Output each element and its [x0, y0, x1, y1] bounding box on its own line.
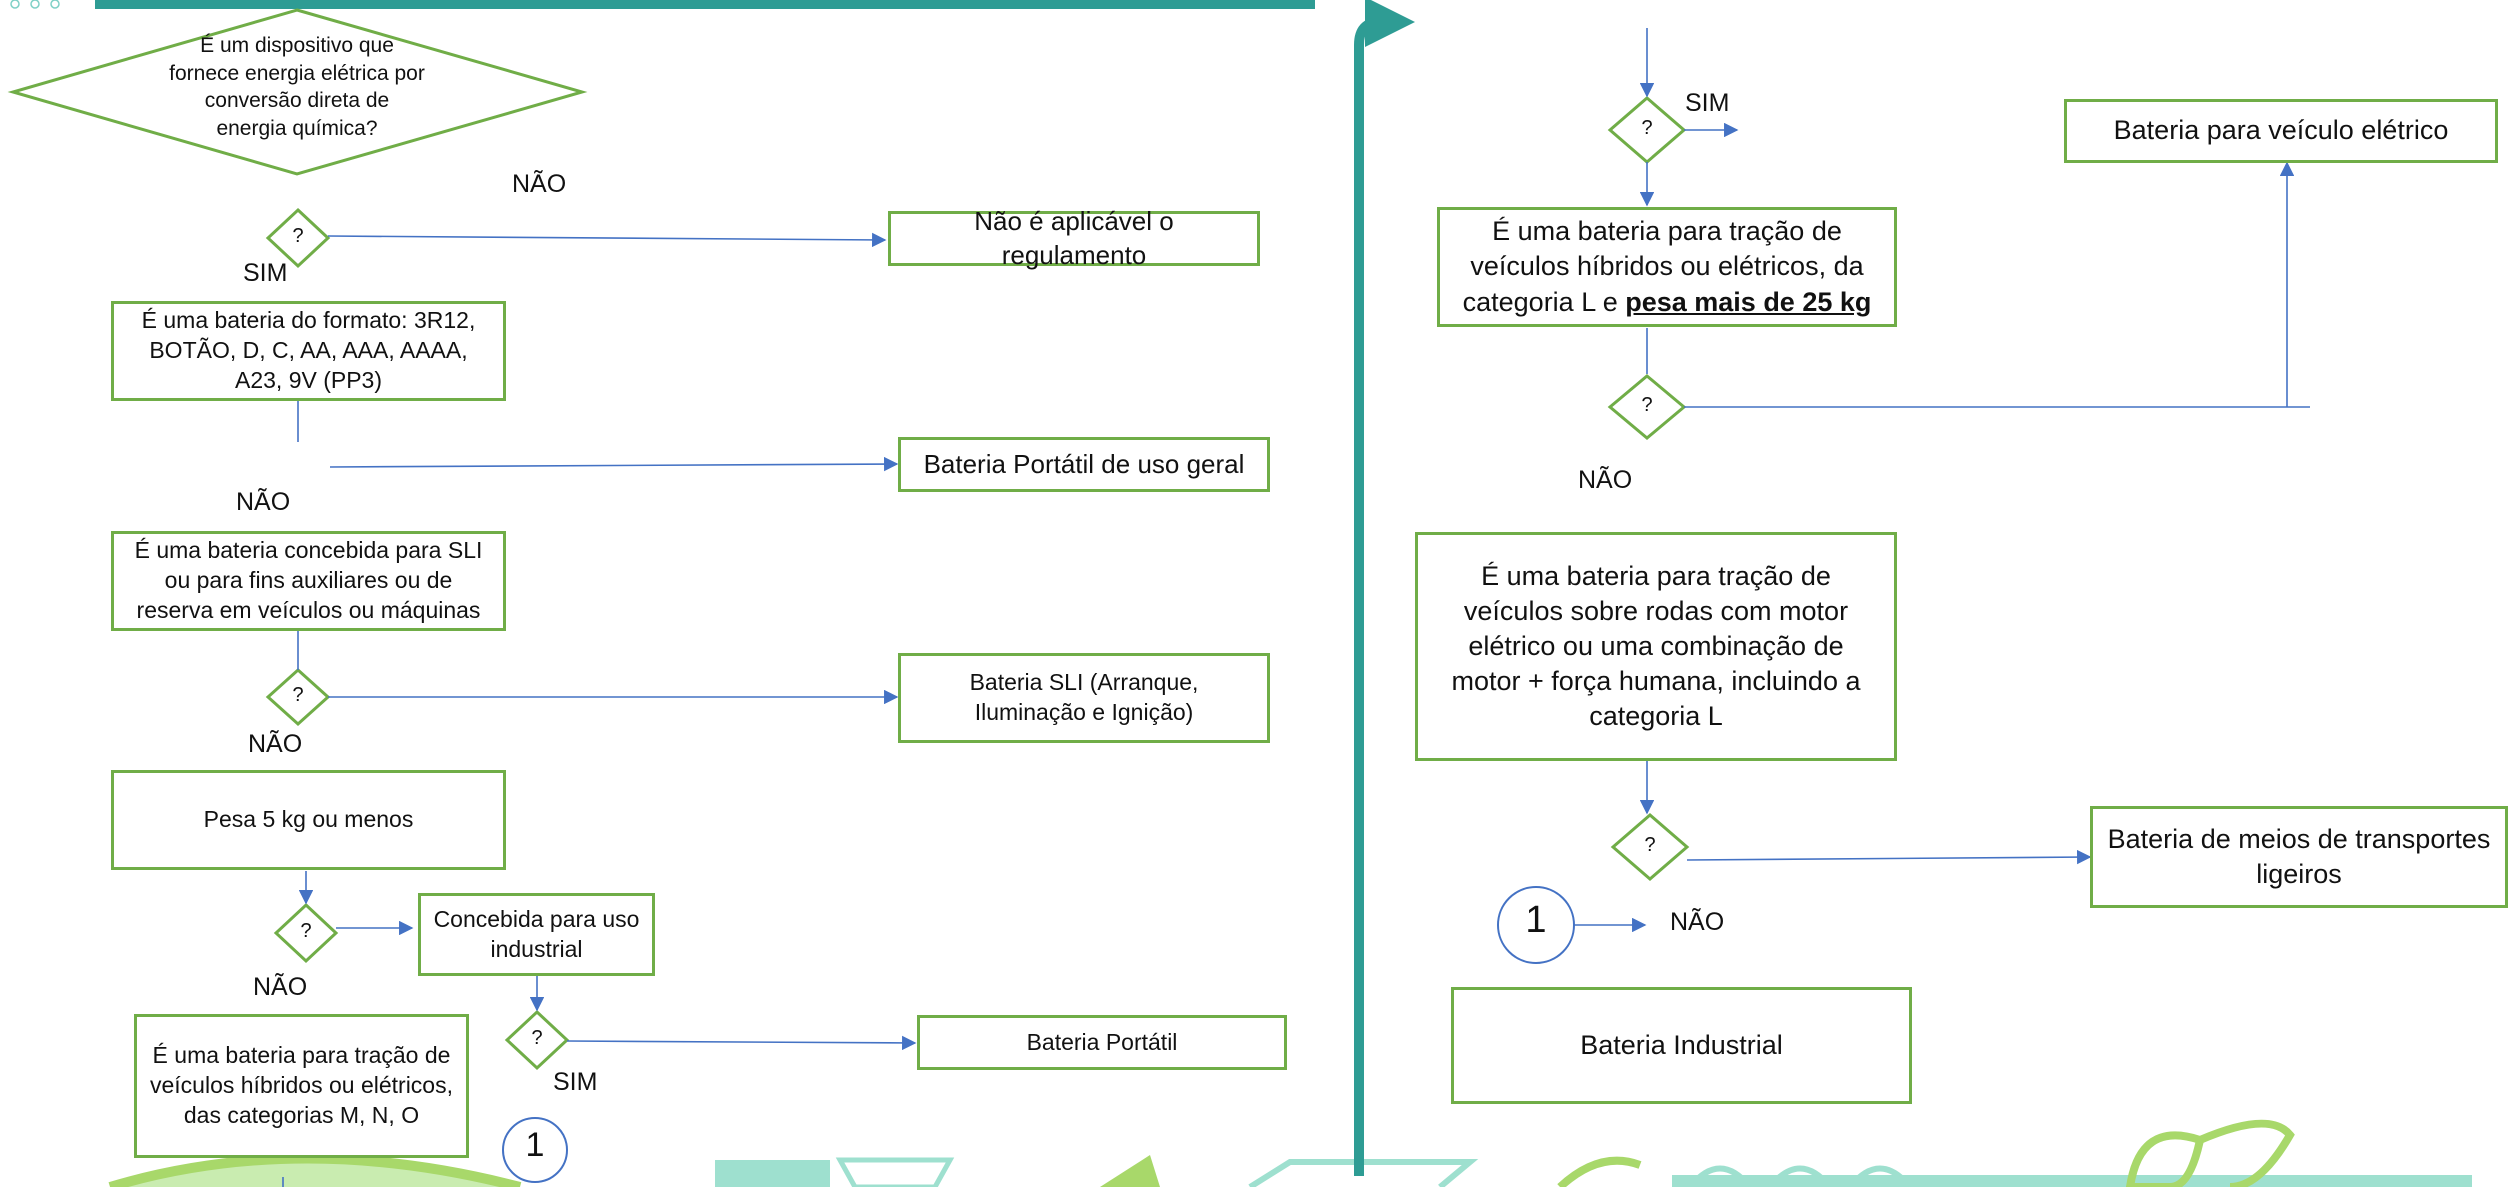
box-light-transport-result-text: Bateria de meios de transportes ligeiros — [2107, 823, 2491, 889]
start-decision-diamond — [7, 8, 588, 176]
box-industrial-result: Bateria Industrial — [1451, 987, 1912, 1104]
box-portable-result: Bateria Portátil — [917, 1015, 1287, 1070]
box-sli-question: É uma bateria concebida para SLI ou para… — [111, 531, 506, 631]
decision-diamond-3 — [273, 902, 339, 964]
box-industrial-use-question: Concebida para uso industrial — [418, 893, 655, 976]
label-sim-1: SIM — [243, 259, 288, 287]
box-light-transport-question: É uma bateria para tração de veículos so… — [1415, 532, 1897, 761]
box-traction-l-question: É uma bateria para tração de veículos hí… — [1437, 207, 1897, 327]
box-ev-result: Bateria para veículo elétrico — [2064, 99, 2498, 163]
box-sli-question-text: É uma bateria concebida para SLI ou para… — [134, 537, 483, 623]
connector-number-left: 1 — [525, 1126, 545, 1164]
label-sim-2: SIM — [553, 1068, 598, 1096]
label-nao-1: NÃO — [512, 170, 567, 198]
diamond-4-mark: ? — [531, 1027, 543, 1049]
traction-l-question-prefix: É uma bateria para tração de veículos hí… — [1462, 216, 1864, 317]
label-nao-2: NÃO — [236, 488, 291, 516]
decision-diamond-1 — [265, 207, 331, 269]
traction-l-question-emphasis: pesa mais de 25 kg — [1625, 286, 1872, 317]
diamond-5-mark: ? — [1641, 117, 1653, 139]
decision-diamond-2 — [265, 667, 331, 727]
diamond-1-mark: ? — [292, 225, 304, 247]
box-traction-mno-question: É uma bateria para tração de veículos hí… — [134, 1014, 469, 1158]
box-format-question: É uma bateria do formato: 3R12, BOTÃO, D… — [111, 301, 506, 401]
box-weight-question: Pesa 5 kg ou menos — [111, 770, 506, 870]
connector-circle-right — [1497, 886, 1575, 964]
box-portable-general: Bateria Portátil de uso geral — [898, 437, 1270, 492]
box-not-applicable: Não é aplicável o regulamento — [888, 206, 1260, 270]
label-nao-3: NÃO — [248, 730, 303, 758]
box-ev-result-text: Bateria para veículo elétrico — [2113, 115, 2449, 146]
start-question-text: É um dispositivo que fornece energia elé… — [169, 34, 425, 141]
box-sli-result-text: Bateria SLI (Arranque, Iluminação e Igni… — [969, 669, 1199, 725]
diamond-2-mark: ? — [292, 684, 304, 706]
column-continuation-arrow — [1354, 0, 1415, 1176]
background-decoration — [10, 0, 2472, 1187]
box-weight-question-text: Pesa 5 kg ou menos — [203, 806, 414, 833]
box-format-question-text: É uma bateria do formato: 3R12, BOTÃO, D… — [141, 307, 476, 393]
box-light-transport-question-text: É uma bateria para tração de veículos so… — [1451, 560, 1861, 732]
decision-diamond-4 — [504, 1009, 570, 1071]
label-nao-5: NÃO — [1578, 466, 1633, 494]
diamond-7-mark: ? — [1644, 834, 1656, 856]
box-not-applicable-text: Não é aplicável o regulamento — [974, 205, 1174, 270]
box-portable-result-text: Bateria Portátil — [1026, 1028, 1178, 1055]
label-sim-3: SIM — [1685, 89, 1730, 117]
box-industrial-use-question-text: Concebida para uso industrial — [433, 905, 640, 962]
box-sli-result: Bateria SLI (Arranque, Iluminação e Igni… — [898, 653, 1270, 743]
box-light-transport-result: Bateria de meios de transportes ligeiros — [2090, 806, 2508, 908]
decision-diamond-7 — [1610, 813, 1690, 881]
diamond-3-mark: ? — [300, 920, 312, 942]
label-nao-6: NÃO — [1670, 908, 1725, 936]
diamond-6-mark: ? — [1641, 394, 1653, 416]
box-traction-l-question-text: É uma bateria para tração de veículos hí… — [1450, 214, 1884, 319]
decision-diamonds — [265, 96, 1690, 1071]
connector-number-right: 1 — [1525, 899, 1547, 941]
connector-circle-left — [502, 1117, 568, 1183]
box-industrial-result-text: Bateria Industrial — [1580, 1029, 1783, 1060]
connector-lines — [282, 28, 2310, 1187]
box-portable-general-text: Bateria Portátil de uso geral — [923, 448, 1245, 479]
label-nao-4: NÃO — [253, 973, 308, 1001]
box-traction-mno-question-text: É uma bateria para tração de veículos hí… — [150, 1042, 453, 1128]
decision-diamond-6 — [1607, 374, 1687, 440]
